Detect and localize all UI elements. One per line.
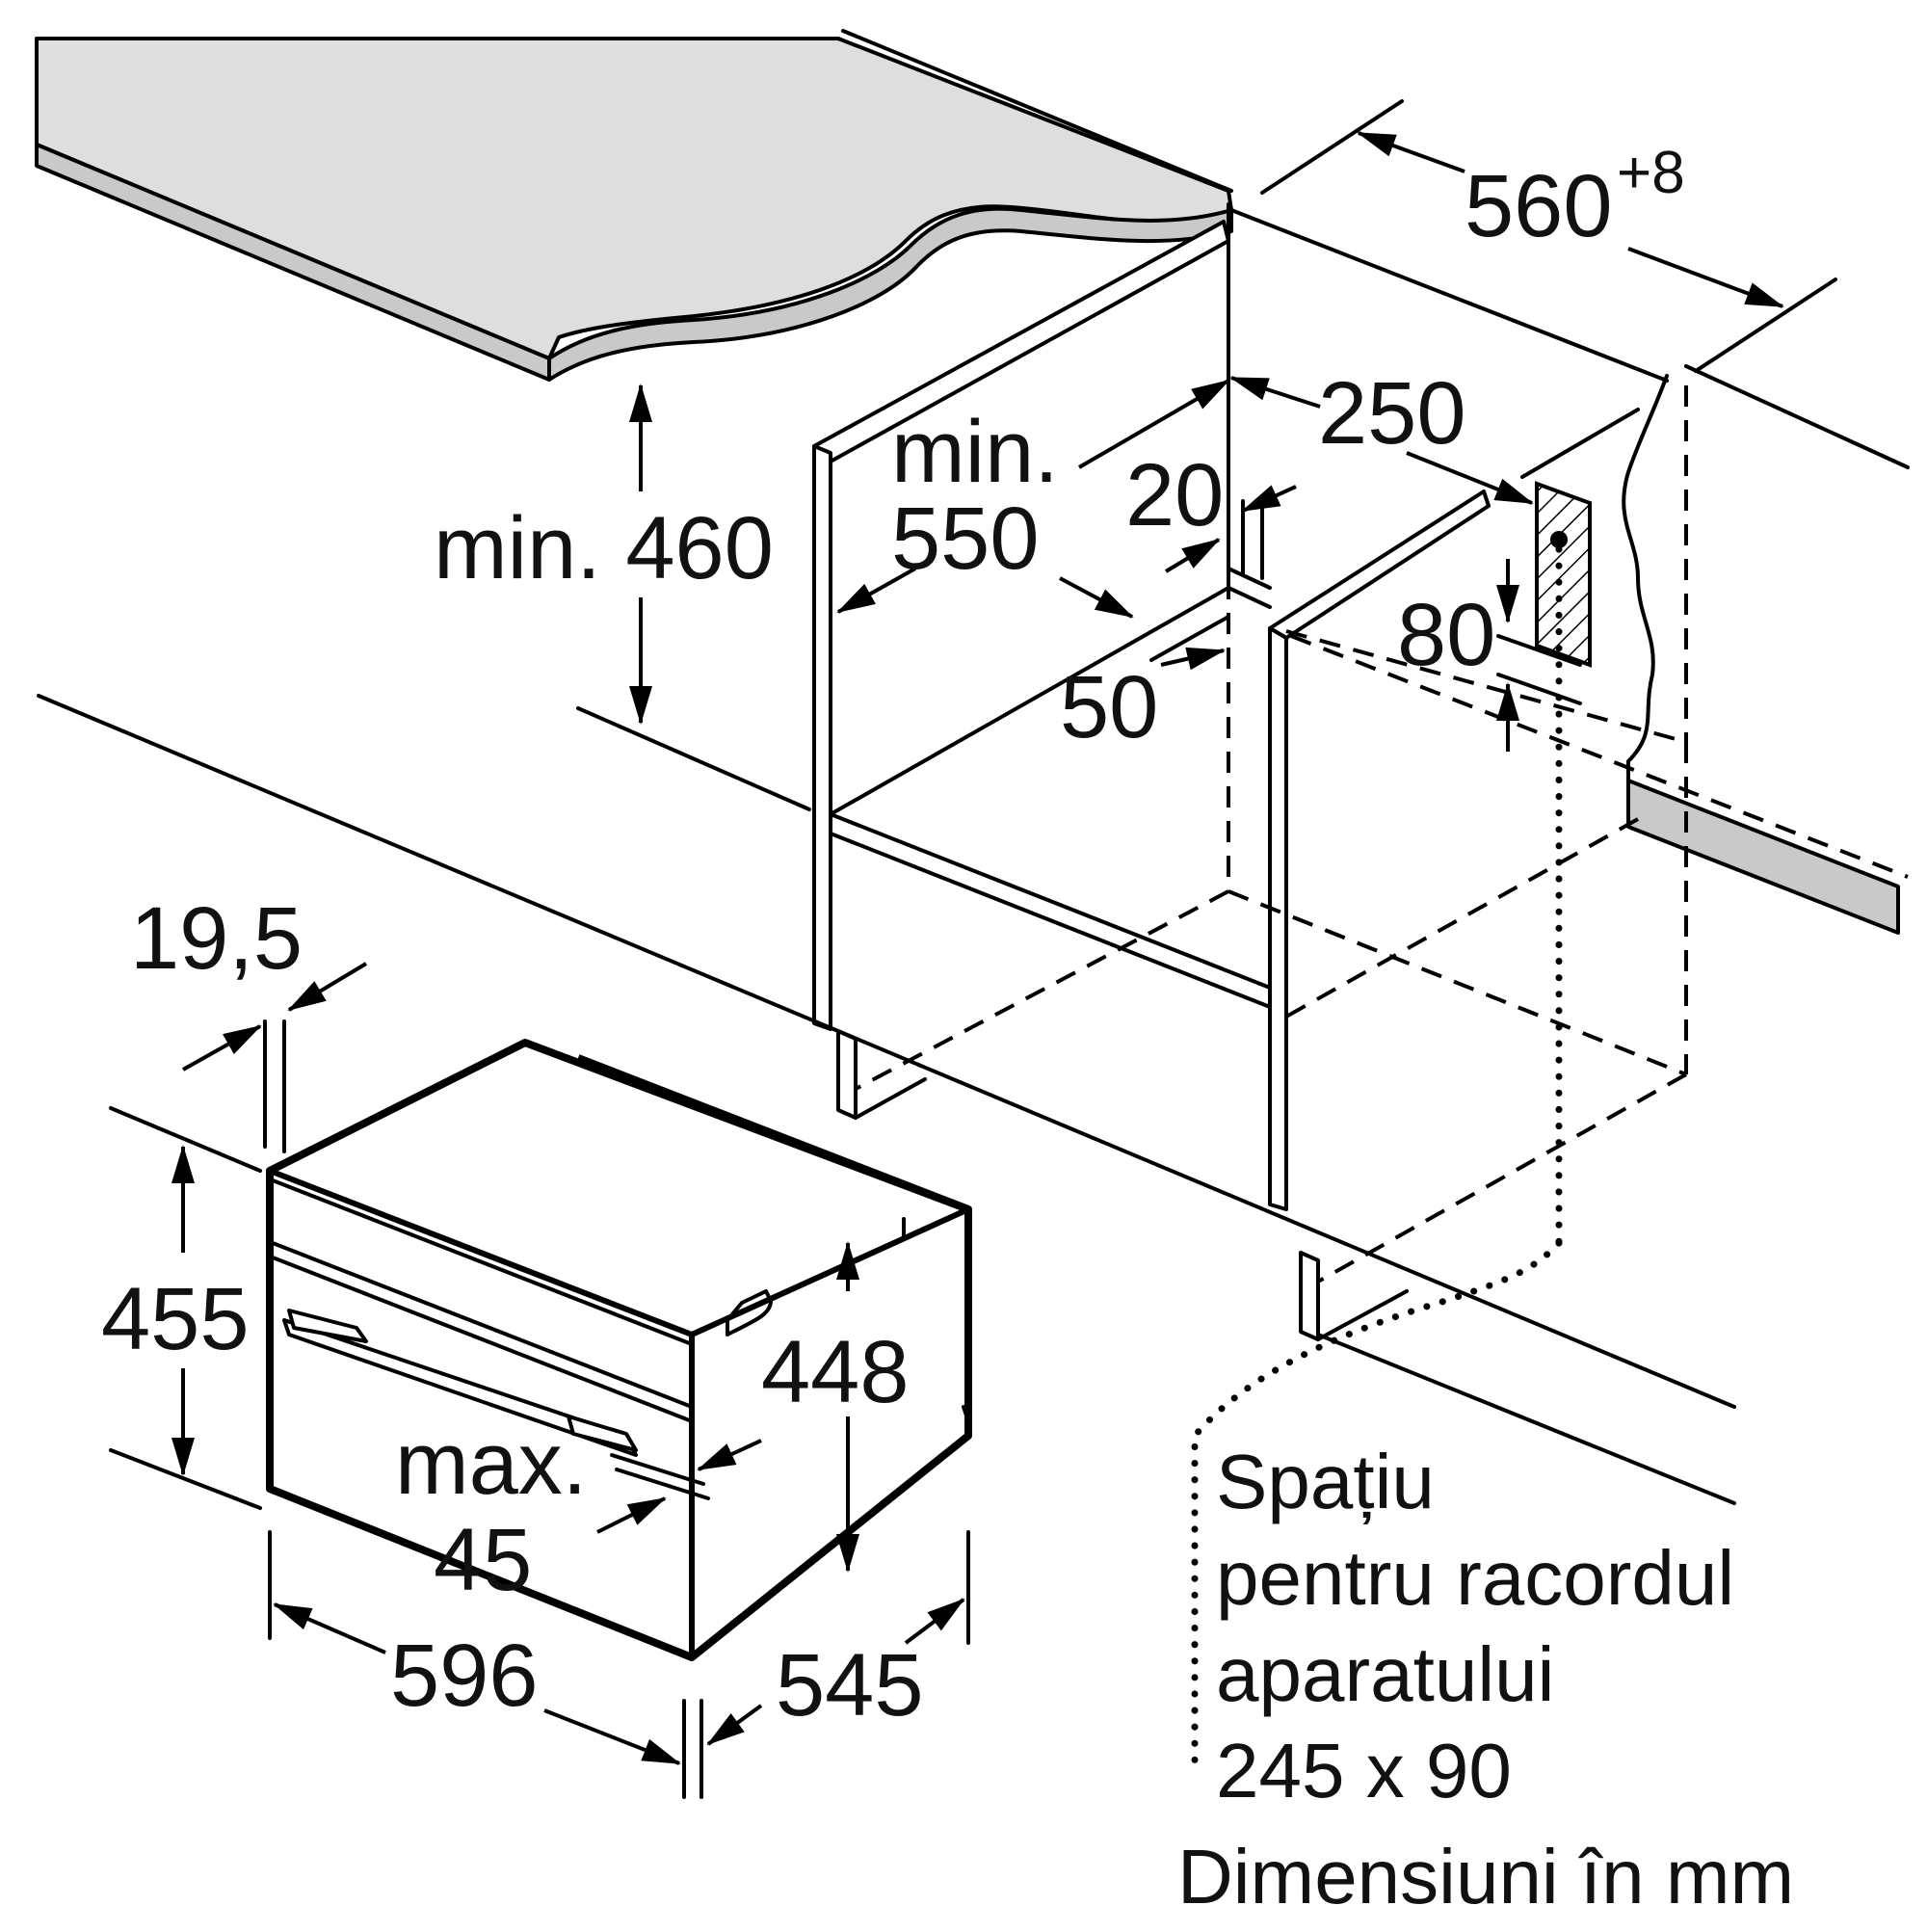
dim-max-45-value: 45 xyxy=(434,1511,532,1609)
dim-448: 448 xyxy=(761,1323,910,1421)
note-line-1: Spațiu xyxy=(1216,1439,1435,1524)
dim-min-550-value: 550 xyxy=(891,490,1040,588)
dim-596: 596 xyxy=(390,1627,539,1725)
dimension-lines xyxy=(109,99,1837,1799)
dim-max-45-word: max. xyxy=(395,1415,587,1513)
connection-note: Spațiu pentru racordul aparatului 245 x … xyxy=(1216,1439,1734,1813)
oven xyxy=(266,1039,972,1661)
note-line-2: pentru racordul xyxy=(1216,1535,1734,1621)
dim-545: 545 xyxy=(776,1636,924,1734)
dim-560: 560 xyxy=(1465,157,1613,255)
dim-50: 50 xyxy=(1060,658,1158,756)
connection-box xyxy=(1191,481,1592,1772)
dimension-labels: 560 +8 250 min. 550 20 50 80 min. 460 19… xyxy=(101,140,1685,1734)
countertop xyxy=(35,37,1233,382)
note-line-4: 245 x 90 xyxy=(1216,1728,1512,1813)
dim-19-5: 19,5 xyxy=(130,889,303,988)
note-line-3: aparatului xyxy=(1216,1631,1554,1717)
dim-20: 20 xyxy=(1125,446,1224,544)
dim-min-550-word: min. xyxy=(891,403,1059,501)
dim-250: 250 xyxy=(1318,364,1466,463)
dim-455: 455 xyxy=(101,1270,250,1368)
niche-dashed xyxy=(855,385,1909,1284)
dim-560-tolerance: +8 xyxy=(1617,140,1685,206)
units-label: Dimensiuni în mm xyxy=(1177,1834,1794,1919)
dim-80: 80 xyxy=(1397,586,1495,684)
right-countertop xyxy=(1626,364,1910,935)
dim-min-460: min. 460 xyxy=(434,499,774,597)
